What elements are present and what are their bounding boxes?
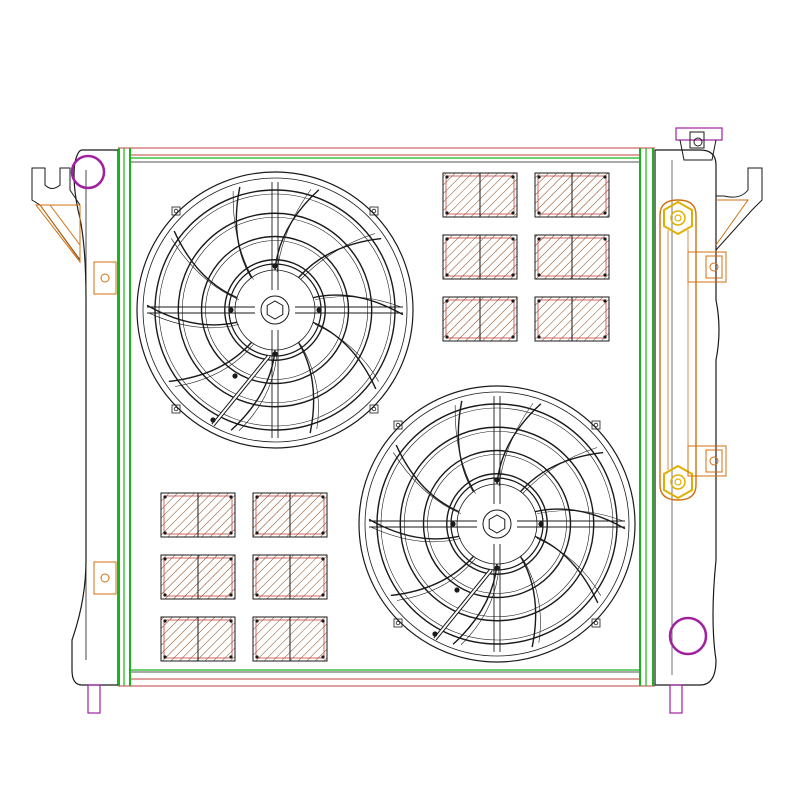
- right-outlet-pipe: [669, 684, 683, 714]
- right-upper-bracket: [715, 167, 763, 251]
- lower-block: [252, 554, 328, 600]
- lower-block: [252, 492, 328, 538]
- lower-block: [160, 554, 236, 600]
- right-tab-upper: [687, 251, 727, 283]
- left-tab-lower: [93, 561, 117, 595]
- left-green-rail: [118, 148, 131, 686]
- lower-block: [160, 492, 236, 538]
- filler-cap-icon: [70, 154, 106, 190]
- lower-right-fan: [358, 385, 636, 663]
- lower-mount-nut-icon: [663, 464, 693, 500]
- lower-block-grid: [160, 492, 328, 662]
- drain-cap-icon: [668, 616, 708, 656]
- green-top-edge: [130, 157, 640, 671]
- upper-block: [442, 234, 518, 280]
- right-tab-lower: [687, 445, 727, 477]
- lower-block: [160, 616, 236, 662]
- left-tank: [71, 149, 119, 686]
- upper-block: [534, 172, 610, 218]
- left-tab-upper: [93, 261, 117, 295]
- upper-block: [534, 296, 610, 342]
- right-green-rail: [639, 148, 654, 686]
- upper-left-fan: [136, 171, 414, 449]
- upper-block: [442, 172, 518, 218]
- right-mount-strap: [659, 199, 697, 501]
- right-tank: [654, 149, 720, 686]
- left-upper-bracket: [31, 167, 81, 264]
- lower-block: [252, 616, 328, 662]
- upper-block: [442, 296, 518, 342]
- upper-block: [534, 234, 610, 280]
- upper-block-grid: [442, 172, 610, 342]
- radiator-cap-icon: [675, 127, 723, 161]
- upper-mount-nut-icon: [663, 200, 693, 236]
- left-outlet-pipe: [87, 684, 101, 714]
